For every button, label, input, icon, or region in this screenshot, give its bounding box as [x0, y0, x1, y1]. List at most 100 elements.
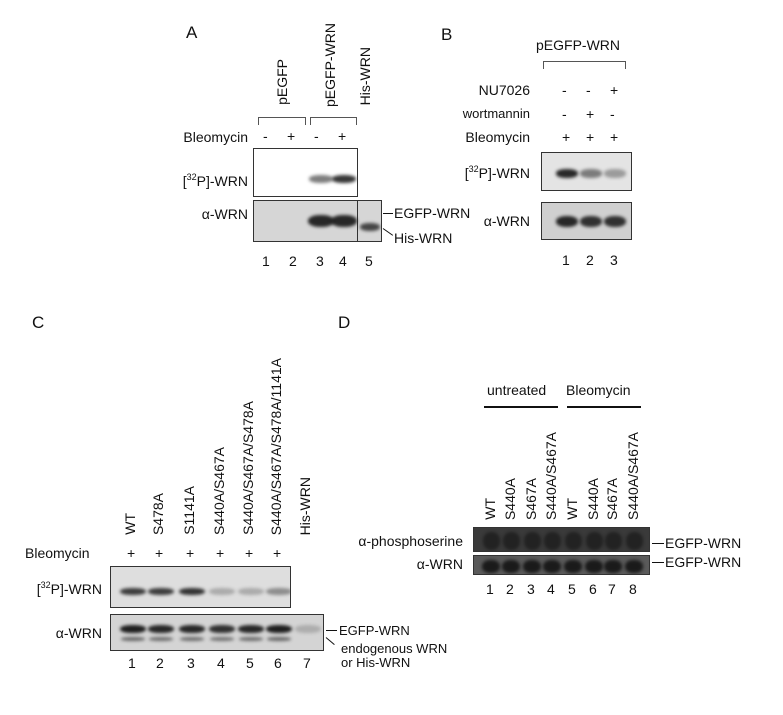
band: [482, 532, 500, 550]
panel-c-label: C: [32, 313, 45, 332]
row-label: wortmannin: [462, 106, 530, 121]
col-label: S478A: [150, 492, 166, 535]
lane-number: 2: [289, 253, 297, 269]
band: [238, 587, 264, 595]
marker-label: His-WRN: [394, 230, 453, 246]
panel-b-label: B: [441, 25, 453, 44]
sign: +: [273, 545, 282, 561]
group-label: untreated: [487, 382, 547, 398]
lane-number: 4: [547, 581, 555, 597]
row-label: NU7026: [478, 82, 530, 98]
band: [179, 625, 205, 633]
panel-d-label: D: [338, 313, 351, 332]
band: [482, 559, 500, 573]
band: [332, 175, 356, 183]
marker-label: endogenous WRN: [341, 641, 448, 656]
band: [308, 215, 334, 227]
band: [120, 625, 146, 633]
band: [585, 532, 603, 550]
blot-label: α-phosphoserine: [358, 533, 463, 549]
lane-number: 5: [365, 253, 373, 269]
blot-p32: [253, 148, 358, 197]
band: [580, 168, 602, 178]
lane-number: 5: [246, 655, 254, 671]
marker-tick: [383, 213, 393, 214]
marker-label: EGFP-WRN: [665, 554, 742, 570]
col-label: WT: [122, 513, 138, 535]
col-label: S440A/S467A/S478A: [240, 401, 256, 535]
band: [556, 168, 578, 178]
col-label: WT: [482, 498, 498, 520]
band: [209, 587, 235, 595]
row-label: Bleomycin: [465, 129, 530, 145]
band: [148, 625, 174, 633]
sign: +: [287, 128, 296, 144]
bracket: [543, 61, 626, 69]
band: [179, 587, 205, 595]
blot-label: [32P]-WRN: [182, 172, 248, 189]
band: [604, 559, 622, 573]
band: [556, 215, 578, 227]
lane-number: 2: [156, 655, 164, 671]
sign: -: [562, 82, 567, 98]
col-label: His-WRN: [297, 476, 313, 535]
band: [209, 625, 235, 633]
col-label: S467A: [604, 477, 620, 520]
band: [121, 637, 145, 641]
sign: +: [586, 106, 595, 122]
marker-tick: [652, 543, 664, 544]
band: [625, 532, 643, 550]
lane-number: 3: [187, 655, 195, 671]
sign: -: [263, 128, 268, 144]
sign: +: [610, 82, 619, 98]
col-label: S440A/S467A: [543, 432, 559, 520]
col-label: S440A/S467A: [211, 447, 227, 535]
sign: +: [610, 129, 619, 145]
col-label: WT: [564, 498, 580, 520]
blot-p32: [541, 152, 632, 191]
group-label: Bleomycin: [566, 382, 631, 398]
band: [543, 532, 561, 550]
lane-number: 7: [608, 581, 616, 597]
marker-label: or His-WRN: [341, 655, 411, 670]
lane-number: 1: [562, 252, 570, 268]
sign: -: [586, 82, 591, 98]
marker-label: EGFP-WRN: [339, 623, 410, 638]
col-label: S467A: [523, 477, 539, 520]
band: [239, 637, 263, 641]
blot-p32: [110, 566, 291, 608]
band: [238, 625, 264, 633]
blot-label: α-WRN: [483, 213, 530, 229]
col-label: His-WRN: [357, 46, 373, 105]
band: [604, 168, 626, 178]
marker-tick: [325, 637, 335, 645]
band: [564, 532, 582, 550]
blot-wrn: [110, 614, 324, 651]
blot-phosphoserine: [473, 527, 650, 552]
marker-tick: [382, 228, 394, 236]
group-label: pEGFP-WRN: [536, 37, 620, 53]
bracket: [310, 117, 357, 125]
band: [267, 637, 291, 641]
blot-label: [32P]-WRN: [36, 580, 102, 597]
lane-number: 8: [629, 581, 637, 597]
band: [580, 215, 602, 227]
band: [564, 559, 582, 573]
lane-number: 3: [316, 253, 324, 269]
blot-label: α-WRN: [416, 556, 463, 572]
band: [523, 532, 541, 550]
band: [120, 587, 146, 595]
band: [266, 625, 292, 633]
lane-number: 7: [303, 655, 311, 671]
lane-number: 6: [274, 655, 282, 671]
lane-number: 3: [527, 581, 535, 597]
col-label: pEGFP: [274, 59, 290, 105]
row-label: Bleomycin: [25, 545, 90, 561]
sign: +: [338, 128, 347, 144]
band: [604, 215, 626, 227]
col-label: S440A/S467A/S478A/1141A: [268, 357, 284, 535]
band: [180, 637, 204, 641]
band: [625, 559, 643, 573]
blot-label: α-WRN: [55, 625, 102, 641]
band: [295, 625, 321, 633]
